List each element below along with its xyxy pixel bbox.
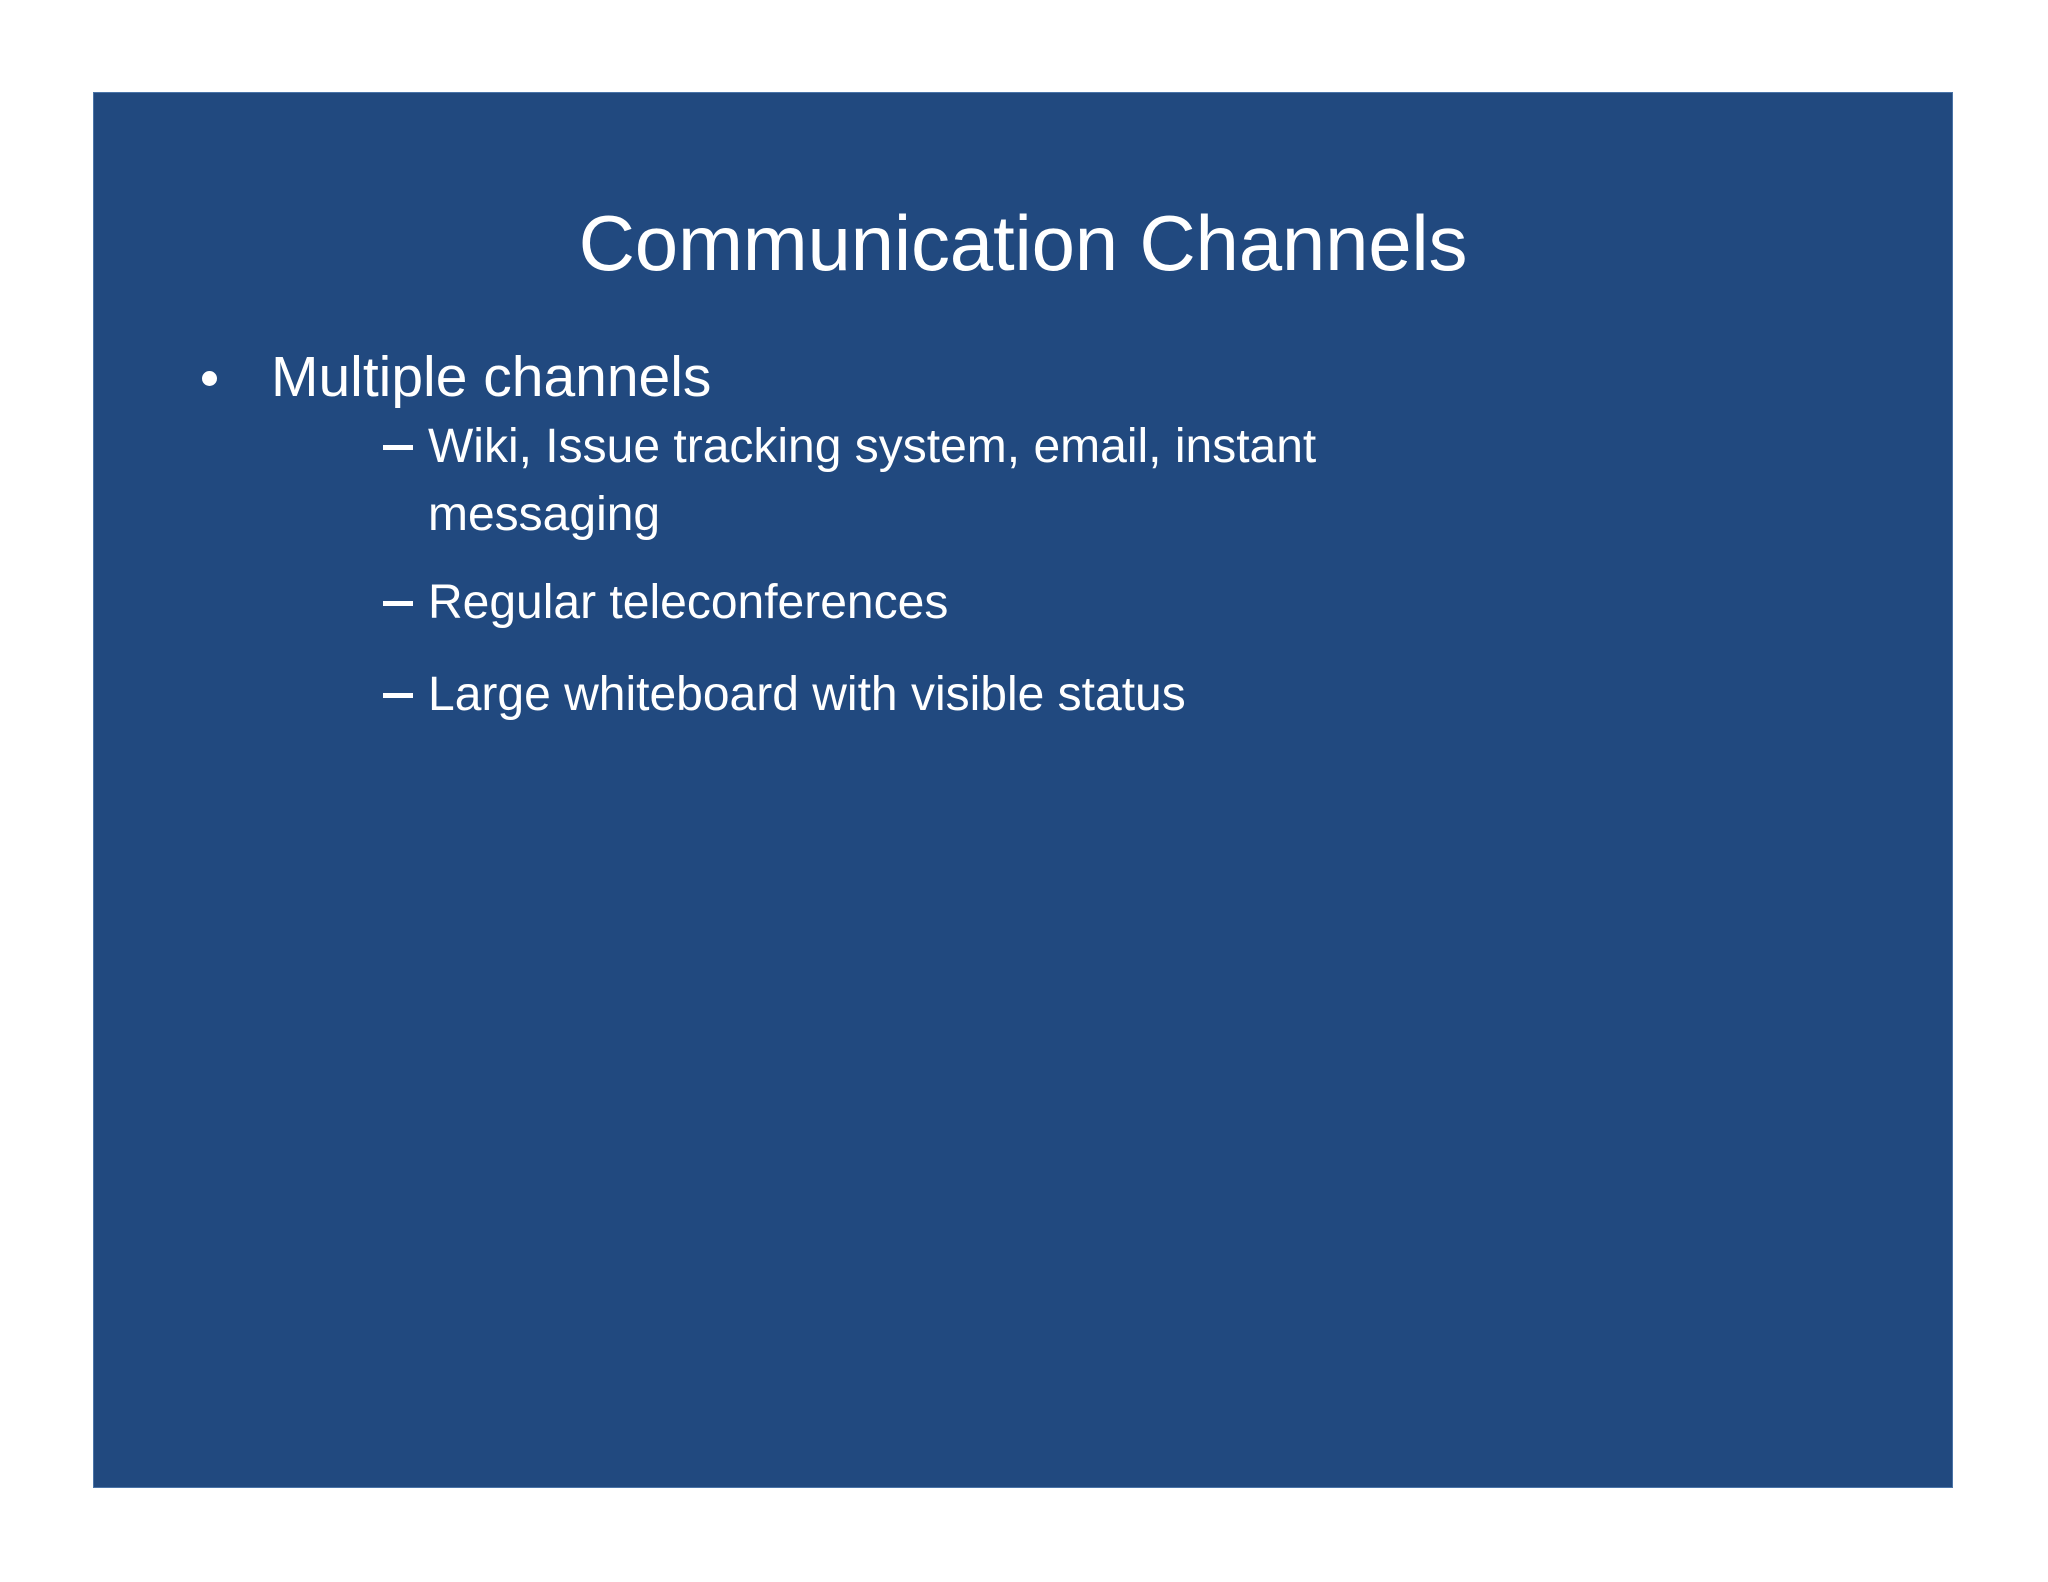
- list-item: Regular teleconferences: [271, 569, 1728, 637]
- list-item: Multiple channels Wiki, Issue tracking s…: [158, 341, 1728, 729]
- en-dash-bullet-icon: [383, 445, 413, 450]
- bullet-text-level-2: Wiki, Issue tracking system, email, inst…: [428, 420, 1317, 541]
- slide-body: Multiple channels Wiki, Issue tracking s…: [158, 341, 1728, 763]
- bullet-list-level-2: Wiki, Issue tracking system, email, inst…: [271, 413, 1728, 729]
- list-item: Wiki, Issue tracking system, email, inst…: [271, 413, 1728, 549]
- bullet-text-level-2: Regular teleconferences: [428, 576, 949, 629]
- en-dash-bullet-icon: [383, 601, 413, 606]
- page-title: Communication Channels: [578, 199, 1468, 287]
- en-dash-bullet-icon: [383, 693, 413, 698]
- round-bullet-icon: [202, 371, 217, 386]
- presentation-slide: Communication Channels Multiple channels…: [93, 92, 1953, 1488]
- bullet-text-level-1: Multiple channels: [271, 345, 712, 409]
- bullet-text-level-2: Large whiteboard with visible status: [428, 668, 1186, 721]
- list-item: Large whiteboard with visible status: [271, 661, 1728, 729]
- bullet-list-level-1: Multiple channels Wiki, Issue tracking s…: [158, 341, 1728, 729]
